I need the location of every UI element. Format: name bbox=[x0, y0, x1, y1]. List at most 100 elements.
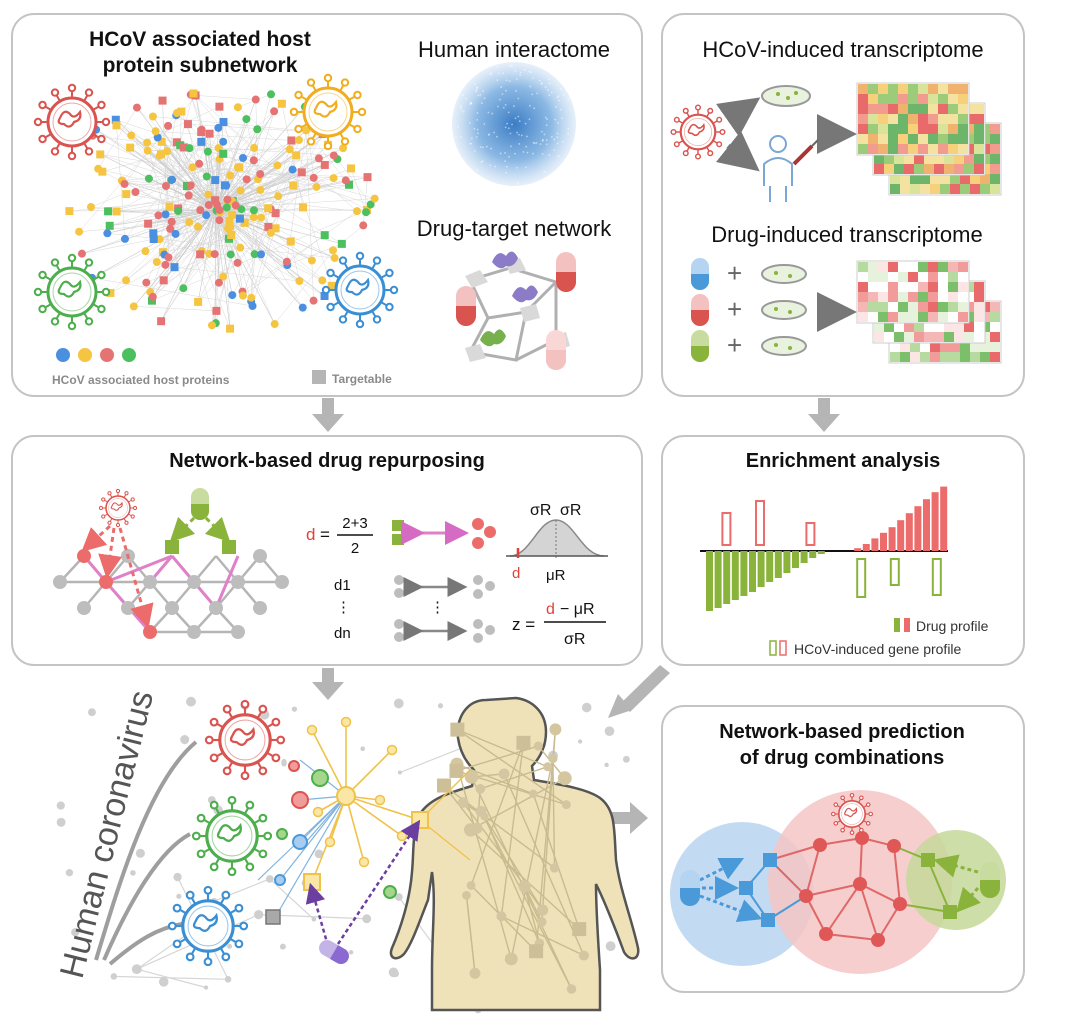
targetable-node bbox=[287, 136, 296, 145]
repurposing-network bbox=[53, 488, 289, 639]
pill-icon bbox=[691, 294, 709, 326]
background-node bbox=[158, 977, 169, 987]
background-node bbox=[392, 970, 399, 978]
formula-vdots-left: ⋮ bbox=[336, 599, 351, 616]
yellow-node bbox=[386, 744, 398, 756]
protein-node bbox=[103, 229, 112, 238]
body-node bbox=[529, 789, 538, 799]
hcov-profile-up-bar bbox=[805, 522, 816, 546]
background-node bbox=[135, 848, 145, 858]
hcov-profile-down-bar bbox=[856, 558, 867, 598]
body-node bbox=[549, 723, 562, 736]
protein-node bbox=[288, 165, 297, 174]
body-target-node bbox=[449, 763, 464, 778]
targetable-node bbox=[235, 214, 244, 223]
background-node bbox=[314, 849, 324, 859]
background-node bbox=[622, 755, 630, 763]
targetable-node bbox=[205, 129, 214, 138]
background-node bbox=[291, 706, 298, 712]
targetable-node bbox=[264, 222, 273, 231]
protein-node bbox=[309, 173, 318, 182]
drug-profile-up-bar bbox=[888, 527, 896, 551]
body-node bbox=[504, 952, 518, 966]
body-node bbox=[462, 891, 471, 900]
protein-node bbox=[185, 218, 194, 227]
enrichment-legend: Drug profile HCoV-induced gene profile bbox=[769, 618, 989, 657]
green-node bbox=[276, 828, 288, 840]
protein-node bbox=[120, 179, 129, 188]
formula-d1: d1 bbox=[334, 577, 351, 594]
drug-transcriptome-inputs: +++ bbox=[691, 258, 807, 362]
protein-node bbox=[171, 229, 180, 238]
repurposing-title: Network-based drug repurposing bbox=[169, 450, 485, 472]
targetable-node bbox=[347, 164, 356, 173]
z-num-d: d bbox=[546, 601, 555, 618]
subnetwork-legend: HCoV associated host proteins Targetable bbox=[52, 348, 392, 387]
protein-node bbox=[193, 222, 202, 231]
combination-diagram bbox=[670, 790, 1006, 974]
flow-arrow-down-center bbox=[312, 668, 344, 700]
targetable-node bbox=[149, 229, 158, 238]
protein-node bbox=[168, 175, 177, 184]
body-node bbox=[464, 770, 479, 784]
targetable-node bbox=[179, 143, 188, 152]
protein-node bbox=[127, 131, 136, 140]
protein-node bbox=[329, 151, 338, 160]
targetable-node bbox=[170, 263, 179, 272]
hcov-profile-up-bar bbox=[721, 512, 732, 546]
legend-targetable: Targetable bbox=[332, 372, 392, 386]
virus-green-icon bbox=[33, 253, 111, 331]
protein-node bbox=[188, 163, 197, 172]
flow-arrow-down-right bbox=[808, 398, 840, 432]
protein-node bbox=[233, 103, 242, 112]
targetable-node bbox=[96, 150, 105, 159]
protein-node bbox=[164, 121, 173, 130]
targetable-node bbox=[126, 143, 135, 152]
body-target-node bbox=[572, 922, 587, 937]
virus-red-icon bbox=[33, 83, 111, 161]
body-node bbox=[475, 783, 486, 794]
virus-green-large-icon bbox=[191, 795, 273, 877]
drug-profile-down-bar bbox=[766, 551, 774, 582]
z-den: σR bbox=[564, 631, 585, 648]
protein-node bbox=[164, 253, 173, 262]
protein-node bbox=[143, 146, 152, 155]
targetable-node bbox=[219, 118, 228, 127]
red-node bbox=[291, 791, 309, 809]
protein-node bbox=[186, 181, 195, 190]
body-node bbox=[469, 967, 481, 979]
protein-node bbox=[266, 228, 275, 237]
targetable-node bbox=[112, 121, 121, 130]
drug-profile-down-bar bbox=[714, 551, 722, 608]
protein-node bbox=[226, 171, 235, 180]
interactome-title: Human interactome bbox=[418, 37, 610, 62]
background-node bbox=[604, 726, 615, 737]
protein-node bbox=[256, 185, 265, 194]
yellow-node bbox=[306, 724, 318, 736]
hcov-transcriptome-title: HCoV-induced transcriptome bbox=[702, 37, 983, 62]
targetable-node bbox=[196, 250, 205, 259]
protein-node bbox=[249, 213, 258, 222]
targetable-node bbox=[337, 239, 346, 248]
targetable-node bbox=[299, 203, 308, 212]
body-node bbox=[457, 797, 469, 808]
protein-node bbox=[141, 247, 150, 256]
targetable-node bbox=[165, 202, 174, 211]
background-node bbox=[87, 708, 96, 717]
drug-profile-down-bar bbox=[800, 551, 808, 563]
protein-node bbox=[174, 207, 183, 216]
protein-node bbox=[267, 90, 276, 99]
targetable-node bbox=[177, 107, 186, 116]
background-node bbox=[173, 872, 182, 882]
protein-node bbox=[155, 151, 164, 160]
drug-profile-down-bar bbox=[757, 551, 765, 587]
targetable-node bbox=[189, 89, 198, 98]
drug-profile-up-bar bbox=[940, 486, 948, 551]
body-node bbox=[543, 762, 553, 772]
protein-node bbox=[270, 320, 279, 329]
protein-node bbox=[129, 302, 138, 311]
protein-node bbox=[270, 107, 279, 116]
sigma-right: σR bbox=[560, 502, 581, 519]
targetable-node bbox=[212, 306, 221, 315]
protein-node bbox=[295, 136, 304, 145]
